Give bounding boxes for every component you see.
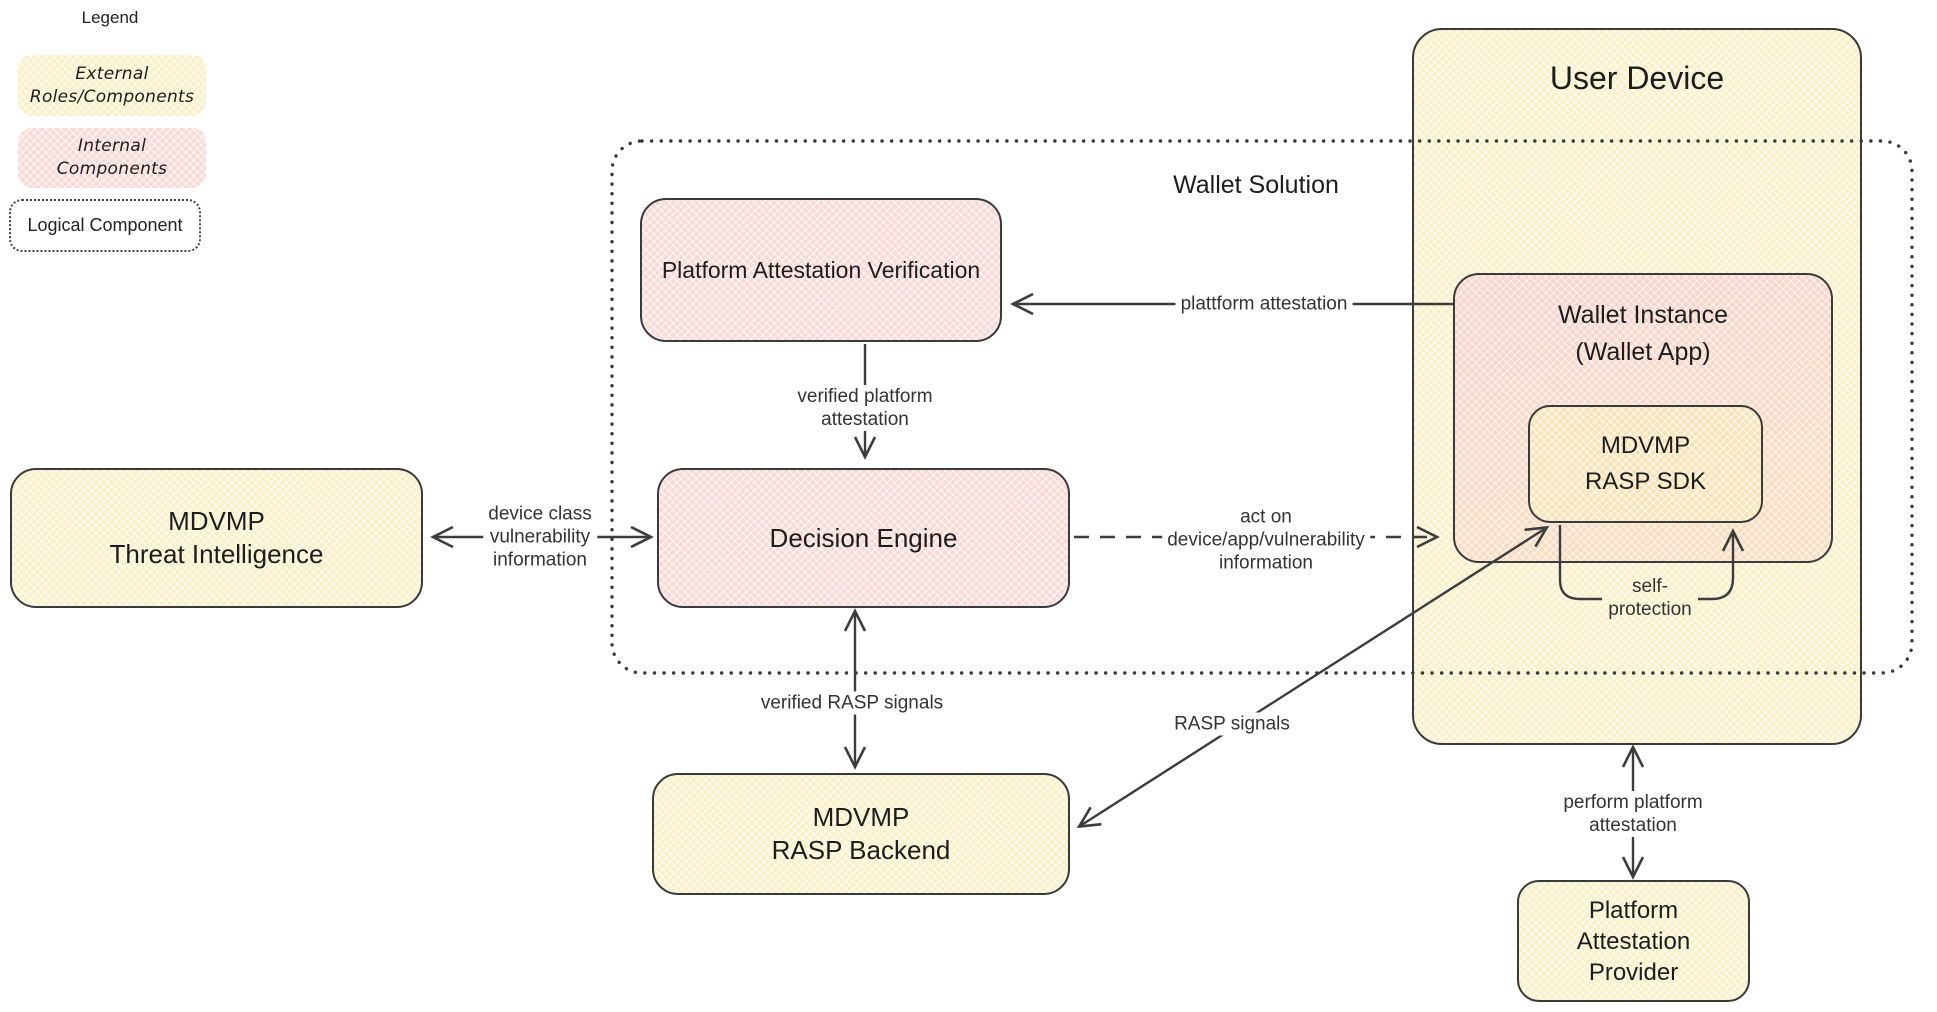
provider-line2: Attestation: [1576, 927, 1691, 955]
label-act-on-information: act on device/app/vulnerability informat…: [1162, 505, 1370, 575]
ti-line2: Threat Intelligence: [109, 539, 324, 569]
label-self-protection: self- protection: [1608, 576, 1692, 620]
node-platform-attestation-verification: Platform Attestation Verification: [640, 198, 1002, 342]
node-mdvmp-threat-intelligence: MDVMP Threat Intelligence: [10, 468, 423, 608]
wallet-instance-line2: (Wallet App): [1575, 338, 1711, 366]
wallet-instance-line1: Wallet Instance: [1558, 301, 1728, 329]
sdk-line1: MDVMP: [1600, 432, 1691, 459]
legend-logical-label: Logical Component: [27, 215, 183, 235]
node-mdvmp-rasp-backend: MDVMP RASP Backend: [652, 773, 1070, 895]
decision-engine-label: Decision Engine: [769, 522, 958, 553]
ti-line1: MDVMP: [168, 506, 265, 536]
label-rasp-signals: RASP signals: [1169, 712, 1295, 736]
backend-line1: MDVMP: [812, 802, 910, 832]
node-decision-engine: Decision Engine: [657, 468, 1070, 608]
node-platform-attestation-provider: Platform Attestation Provider: [1517, 880, 1750, 1002]
legend-external-line2: Roles/Components: [29, 86, 195, 107]
legend-external-roles-components: External Roles/Components: [18, 55, 206, 116]
label-device-class-vulnerability: device class vulnerability information: [483, 502, 597, 572]
legend-internal-line1: Internal: [77, 136, 147, 156]
legend-title: Legend: [81, 8, 139, 27]
label-verified-platform-attestation: verified platform attestation: [792, 385, 938, 431]
provider-line3: Provider: [1588, 958, 1679, 986]
legend-external-line1: External: [75, 63, 149, 84]
node-mdvmp-rasp-sdk: MDVMP RASP SDK: [1528, 405, 1763, 523]
backend-line2: RASP Backend: [771, 835, 951, 865]
label-perform-platform-attestation: perform platform attestation: [1558, 791, 1708, 837]
legend-internal-components: Internal Components: [18, 128, 206, 188]
pav-label: Platform Attestation Verification: [661, 256, 981, 283]
sdk-line2: RASP SDK: [1585, 468, 1706, 495]
user-device-title: User Device: [1549, 60, 1725, 96]
label-plattform-attestation: plattform attestation: [1175, 292, 1353, 316]
legend-internal-line2: Components: [56, 159, 168, 179]
label-verified-rasp-signals: verified RASP signals: [755, 691, 949, 715]
provider-line1: Platform: [1588, 896, 1679, 924]
legend-logical-component: Logical Component: [9, 199, 201, 252]
wallet-solution-title: Wallet Solution: [1173, 171, 1339, 199]
